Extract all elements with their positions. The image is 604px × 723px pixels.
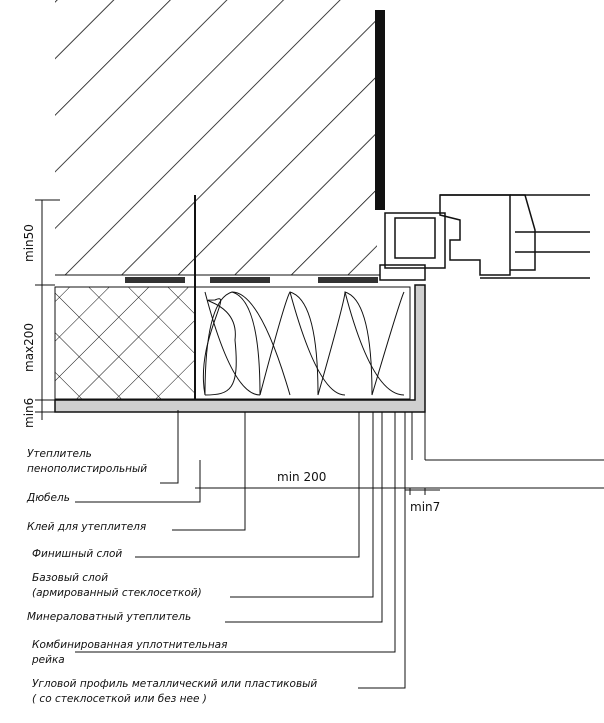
dimension-min6: min6: [22, 397, 36, 428]
label-adhesive: Клей для утеплителя: [27, 521, 147, 533]
vertical-dimension-line: [35, 199, 60, 420]
label-dowel: Дюбель: [27, 492, 70, 504]
dimension-min7: min7: [410, 500, 441, 514]
dimension-min50: min50: [22, 224, 36, 262]
window-frame: [379, 194, 590, 281]
label-finish-layer: Финишный слой: [32, 548, 123, 560]
label-line: Утеплитель: [27, 448, 92, 460]
mineral-wool-insulation: [194, 286, 411, 400]
masonry-wall: [55, 0, 385, 276]
adhesive-dabs: [125, 277, 378, 283]
label-line: пенополистирольный: [27, 463, 148, 475]
label-sealing-strip: Комбинированная уплотнительная рейка: [32, 638, 227, 668]
label-line: (армированный стеклосеткой): [32, 587, 202, 599]
label-eps-insulation: Утеплитель пенополистирольный: [27, 447, 147, 477]
horizontal-dimension-line: [195, 487, 604, 495]
dimension-max200: max200: [22, 322, 36, 372]
label-base-layer: Базовый слой (армированный стеклосеткой): [32, 571, 202, 601]
label-line: Базовый слой: [32, 572, 109, 584]
leader-lines: [75, 410, 406, 689]
label-line: Угловой профиль металлический или пласти…: [32, 678, 318, 690]
label-line: рейка: [32, 654, 65, 666]
label-corner-profile: Угловой профиль металлический или пласти…: [32, 677, 317, 707]
label-line: Комбинированная уплотнительная: [32, 639, 228, 651]
eps-insulation: [54, 286, 196, 400]
label-line: ( со стеклосеткой или без нее ): [32, 693, 207, 705]
dimension-min200: min 200: [277, 470, 327, 484]
label-mineral-wool: Минераловатный утеплитель: [27, 611, 192, 623]
